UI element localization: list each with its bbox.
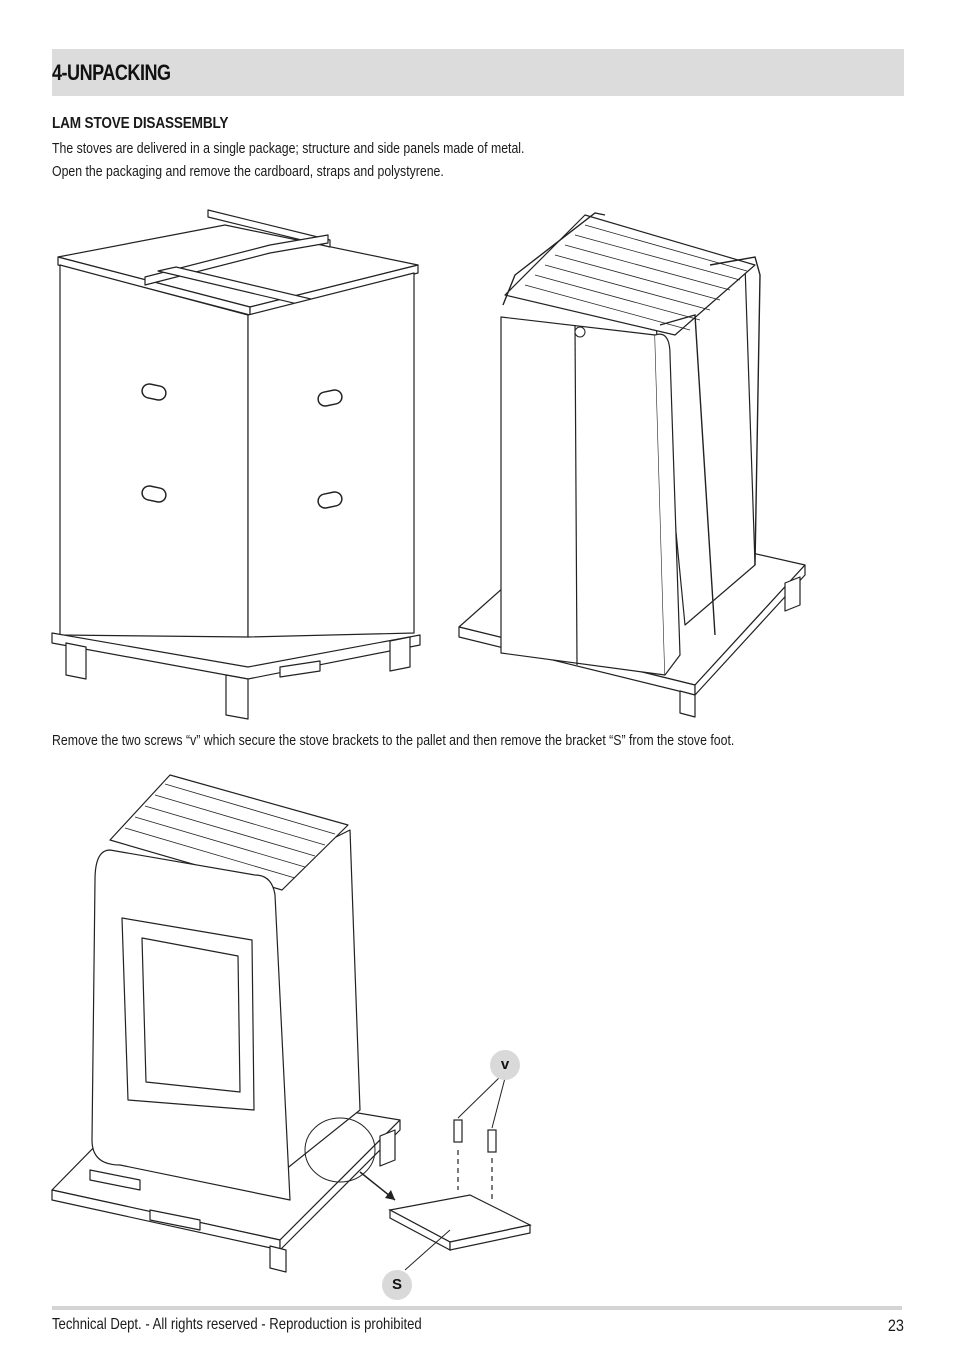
packaged-stove-illustration [51,209,421,720]
section-header-bar: 4-UNPACKING [52,49,904,96]
footer-rule [52,1306,902,1310]
stove-bracket-illustration [51,774,532,1273]
strapped-stove-illustration [458,212,806,718]
page-title: 4-UNPACKING [52,60,171,85]
callout-s: S [382,1270,412,1300]
intro-line-1: The stoves are delivered in a single pac… [52,140,525,157]
intro-line-2: Open the packaging and remove the cardbo… [52,163,444,180]
section-subtitle: LAM STOVE DISASSEMBLY [52,115,229,132]
instruction-line: Remove the two screws “v” which secure t… [52,732,735,749]
callout-v: v [490,1050,520,1080]
footer-text: Technical Dept. - All rights reserved - … [52,1316,422,1333]
page-number: 23 [887,1316,904,1335]
